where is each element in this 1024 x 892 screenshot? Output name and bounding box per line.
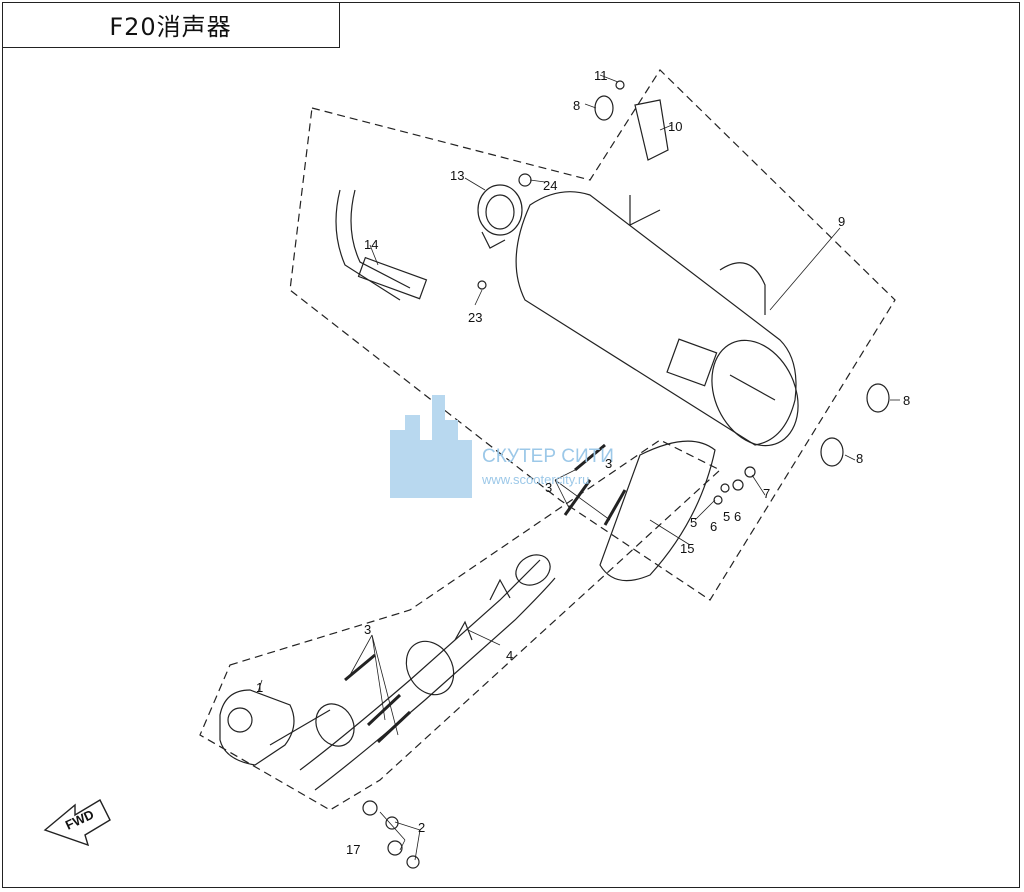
callout-label: 1 [256,680,263,695]
callout-label: 8 [573,98,580,113]
callout-label: 9 [838,214,845,229]
callouts: 1 2 3 3 3 4 5 5 6 6 7 8 8 8 9 10 11 13 1… [256,68,910,857]
callout-label: 6 [710,519,717,534]
callout-label: 3 [605,456,612,471]
callout-label: 2 [418,820,425,835]
callout-label: 8 [903,393,910,408]
fasteners [362,173,756,869]
watermark-line1: СКУТЕР СИТИ [482,446,614,467]
callout-label: 14 [364,237,378,252]
outlet-pipe [335,189,428,301]
mount-bracket [594,80,890,467]
upper-group-outline [289,69,896,601]
muffler-body [515,191,799,447]
springs [344,443,627,744]
callout-label: 10 [668,119,682,134]
watermark-line2: www.scootercity.ru [481,472,589,487]
callout-label: 23 [468,310,482,325]
page-title: F20消声器 [109,13,232,41]
callout-label: 5 [690,515,697,530]
callout-label: 15 [680,541,694,556]
callout-label: 11 [594,68,608,83]
title-block: F20消声器 [2,2,340,48]
callout-label: 3 [364,622,371,637]
callout-label: 3 [545,480,552,495]
callout-label: 24 [543,178,557,193]
callout-label: 8 [856,451,863,466]
exhaust-pipe [299,554,556,791]
lower-group-outline [199,439,722,811]
callout-label: 7 [763,486,770,501]
heat-shield [599,440,716,582]
watermark: СКУТЕР СИТИ www.scootercity.ru [390,395,614,498]
clamp [477,184,523,249]
forward-arrow: FWD [43,799,111,847]
callout-label: 5 [723,509,730,524]
exhaust-flange [219,689,355,766]
leader-lines [257,74,900,861]
callout-label: 13 [450,168,464,183]
callout-label: 4 [506,648,513,663]
callout-label: 6 [734,509,741,524]
callout-label: 17 [346,842,360,857]
